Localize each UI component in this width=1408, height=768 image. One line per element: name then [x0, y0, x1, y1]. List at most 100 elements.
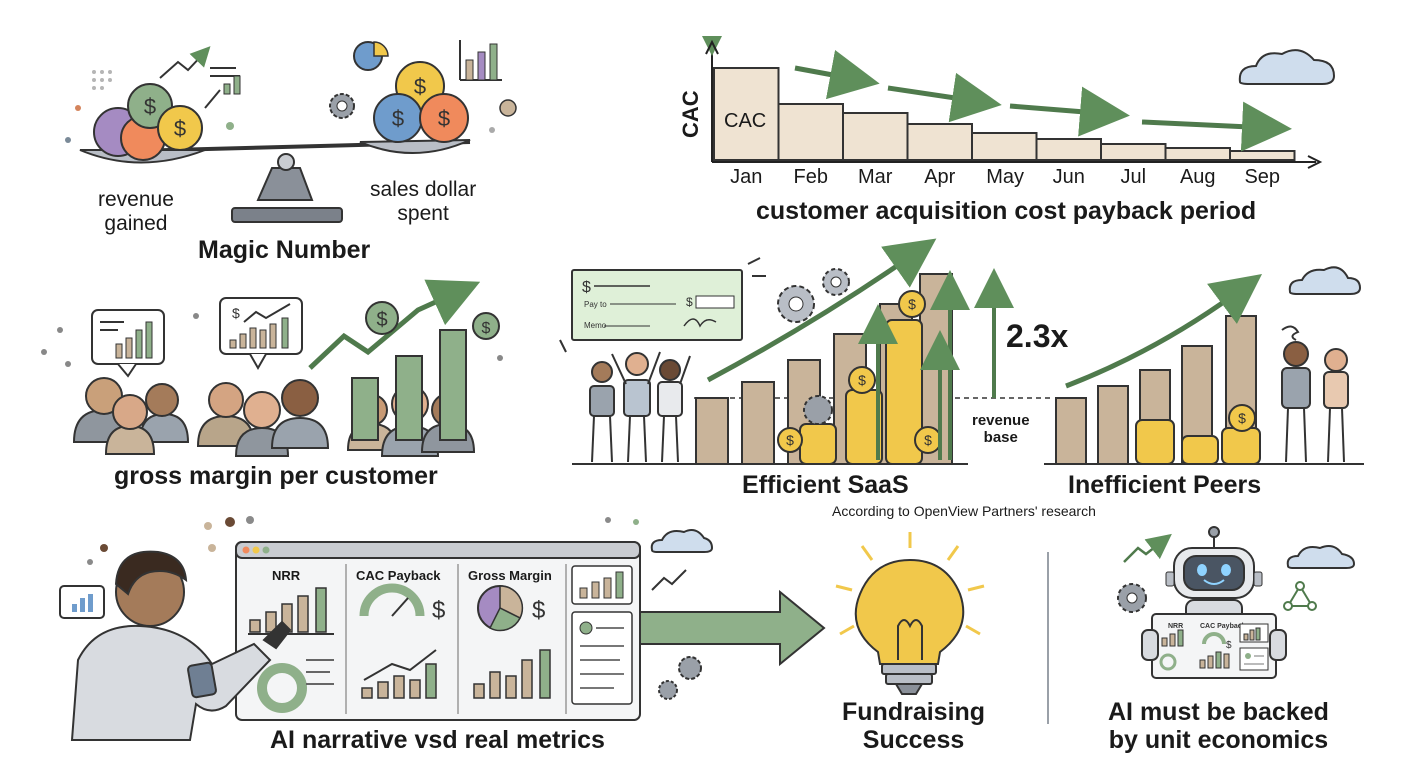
- ai-narrative-title: AI narrative vsd real metrics: [270, 726, 605, 754]
- coin-icon: [157, 105, 203, 151]
- efficient-saas-illustration: $ Pay to $ Memo: [559, 238, 1054, 465]
- network-icon: [1283, 581, 1317, 611]
- cac-bar: [1164, 147, 1231, 161]
- svg-text:$: $: [438, 106, 450, 131]
- month-label: May: [986, 166, 1025, 188]
- svg-text:$: $: [174, 116, 186, 141]
- month-label: Jul: [1120, 166, 1147, 188]
- celebrating-team: [589, 351, 691, 463]
- gross-margin-title: gross margin per customer: [114, 462, 438, 490]
- bar-chart-icon: [459, 40, 502, 81]
- growth-bars: [351, 329, 467, 441]
- gross-margin-illustration: $ $ $: [41, 279, 503, 457]
- svg-text:CAC Payback: CAC Payback: [1200, 623, 1246, 630]
- panel-cac-payback-label: CAC Payback: [356, 568, 441, 583]
- cloud-icon: [1238, 49, 1336, 85]
- svg-text:$: $: [924, 432, 932, 448]
- svg-text:$: $: [582, 279, 591, 296]
- pie-icon: [499, 99, 517, 117]
- efficient-saas-title: Efficient SaaS: [742, 471, 909, 499]
- chart-bubble-icon: [91, 309, 165, 378]
- svg-text:NRR: NRR: [1168, 623, 1183, 630]
- month-label: Mar: [858, 166, 893, 188]
- source-note: According to OpenView Partners' research: [832, 503, 1096, 519]
- chart-bubble-icon: $: [219, 297, 303, 371]
- gear-icon: [658, 656, 702, 700]
- cac-bar: [1100, 143, 1167, 161]
- gear-icon: [777, 285, 815, 323]
- month-label: Feb: [793, 166, 828, 188]
- trend-up-icon: [706, 238, 937, 383]
- inefficient-peers-title: Inefficient Peers: [1068, 471, 1262, 499]
- cac-payback-title: customer acquisition cost payback period: [756, 197, 1257, 225]
- cac-bar: [1035, 138, 1102, 161]
- panel-gross-margin-label: Gross Margin: [468, 568, 552, 583]
- gear-icon: [822, 268, 850, 296]
- svg-text:$: $: [232, 305, 240, 321]
- coin-icon: [419, 93, 469, 143]
- svg-text:$: $: [432, 597, 445, 624]
- month-label: Jun: [1052, 166, 1085, 188]
- svg-text:$: $: [1238, 410, 1246, 426]
- robot-illustration: NRR CAC Payback $: [1117, 526, 1356, 679]
- cac-axis-label: CAC: [678, 90, 703, 138]
- month-label: Sep: [1244, 166, 1281, 188]
- magic-number-title: Magic Number: [198, 236, 371, 264]
- presenter-person: [70, 550, 292, 741]
- dashboard-illustration: $ $: [59, 516, 714, 741]
- trend-up-icon: [159, 46, 211, 79]
- up-arrows: [858, 270, 970, 460]
- dollar-coin-icon: [472, 312, 500, 340]
- trend-up-icon: [651, 569, 687, 591]
- cac-payback-chart: [702, 36, 1336, 169]
- svg-text:$: $: [786, 432, 794, 448]
- svg-text:$: $: [908, 296, 916, 312]
- pie-chart-icon: $: [477, 585, 545, 632]
- trend-up-icon: [308, 279, 481, 370]
- trend-up-icon: [1065, 274, 1263, 389]
- magic-number-illustration: $ $ $ $ $: [65, 40, 517, 223]
- svg-text:$: $: [1226, 640, 1232, 651]
- month-label: Apr: [924, 166, 956, 188]
- cac-bar-label: CAC: [724, 110, 767, 132]
- cac-bar: [842, 112, 909, 161]
- gear-icon: [329, 93, 355, 119]
- svg-text:$: $: [858, 372, 866, 388]
- cloud-icon: [1288, 266, 1362, 295]
- svg-text:$: $: [144, 94, 156, 119]
- big-right-arrow: [639, 589, 826, 667]
- svg-text:$: $: [532, 597, 545, 624]
- month-label: Aug: [1179, 166, 1216, 188]
- peer-bars: [1055, 315, 1257, 465]
- chart-bubble-icon: [59, 585, 105, 619]
- check-icon: $ Pay to $ Memo: [571, 269, 743, 341]
- svg-text:$: $: [392, 106, 404, 131]
- svg-text:$: $: [686, 295, 693, 309]
- gear-icon: [1117, 583, 1147, 613]
- multiplier-label: 2.3x: [1006, 318, 1069, 354]
- coin-stacks: [777, 290, 942, 465]
- cac-bar: [971, 132, 1038, 161]
- panel-nrr-label: NRR: [272, 568, 301, 583]
- gauge-icon: $: [359, 583, 445, 624]
- cloud-icon: [650, 529, 714, 553]
- cac-bar: [777, 103, 844, 161]
- cac-bar: [906, 123, 973, 161]
- cac-bar: [1229, 150, 1296, 161]
- svg-text:$: $: [376, 309, 387, 331]
- gear-icon: [803, 395, 833, 425]
- trend-up-icon: [1123, 533, 1172, 563]
- inefficient-peers-illustration: $: [1044, 266, 1364, 465]
- lightbulb-icon: [835, 532, 985, 695]
- svg-text:$: $: [414, 74, 426, 99]
- svg-text:$: $: [482, 320, 491, 337]
- cloud-icon: [1286, 545, 1356, 569]
- dollar-coin-icon: [365, 301, 399, 335]
- cac-bar: [713, 67, 780, 161]
- decline-arrows: [794, 49, 1292, 152]
